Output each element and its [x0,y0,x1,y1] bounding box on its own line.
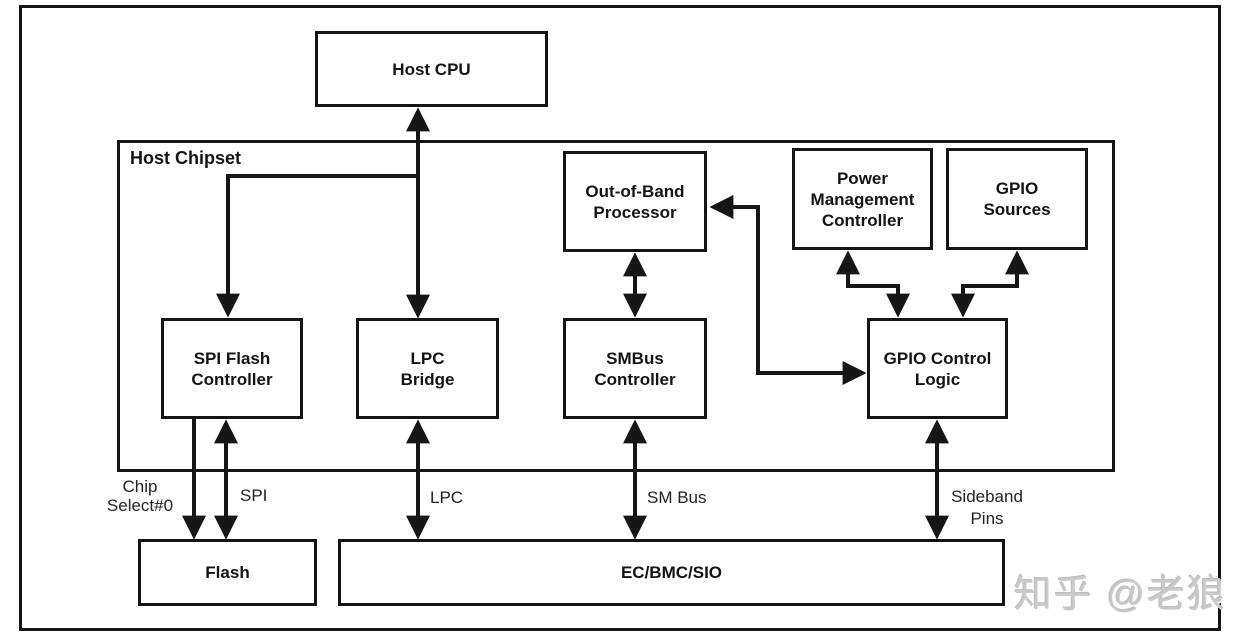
gpio-control-logic-label: GPIO Control Logic [883,348,992,389]
host-cpu-box: Host CPU [315,31,548,107]
spi-bus-label: SPI [240,486,268,505]
lpc-bridge-label: LPC Bridge [400,348,455,389]
ec-bmc-sio-box: EC/BMC/SIO [338,539,1005,606]
chip-select-bus-label: Chip Select#0 [106,477,174,515]
host-chipset-label: Host Chipset [130,148,242,168]
gpio-sources-box: GPIO Sources [946,148,1088,250]
out-of-band-processor-label: Out-of-Band Processor [585,181,685,222]
sm-bus-label: SM Bus [647,488,707,507]
flash-label: Flash [205,563,250,582]
out-of-band-processor-box: Out-of-Band Processor [563,151,707,252]
host-cpu-label: Host CPU [392,59,471,79]
gpio-control-logic-box: GPIO Control Logic [867,318,1008,419]
gpio-sources-label: GPIO Sources [983,179,1051,219]
lpc-bus-label: LPC [430,488,464,507]
lpc-bridge-box: LPC Bridge [356,318,499,419]
spi-flash-controller-box: SPI Flash Controller [161,318,303,419]
smbus-controller-box: SMBus Controller [563,318,707,419]
sideband-pins-bus-label: Sideband Pins [951,487,1023,528]
spi-flash-controller-label: SPI Flash Controller [191,348,273,389]
watermark: 知乎 @老狼 [1014,574,1228,616]
power-management-controller-box: Power Management Controller [792,148,933,250]
power-management-controller-label: Power Management Controller [810,168,915,230]
flash-box: Flash [138,539,317,606]
smbus-controller-label: SMBus Controller [594,348,676,389]
ec-bmc-sio-label: EC/BMC/SIO [620,563,723,582]
